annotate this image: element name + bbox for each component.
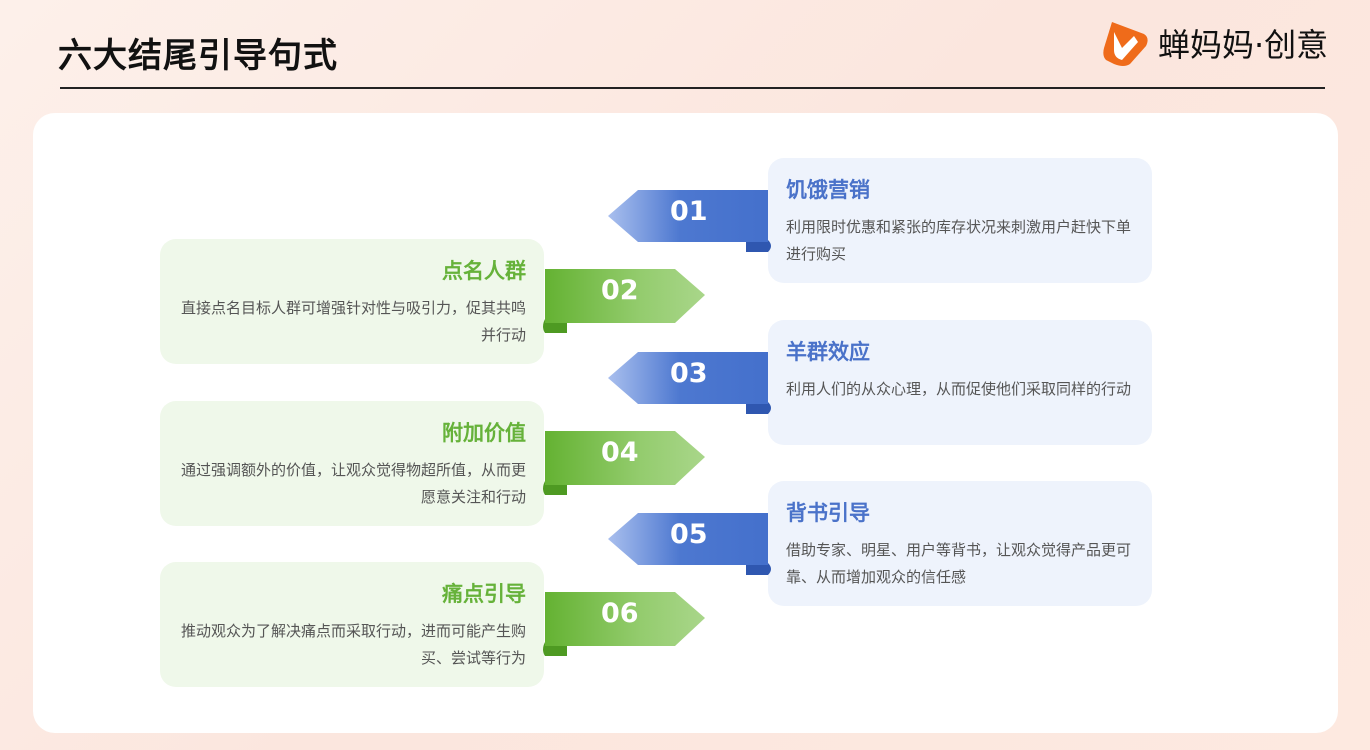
- item-title: 附加价值: [442, 421, 526, 445]
- ribbon-number: 05: [670, 519, 708, 550]
- item-description: 通过强调额外的价值，让观众觉得物超所值，从而更愿意关注和行动: [180, 461, 526, 506]
- item-description: 利用人们的从众心理，从而促使他们采取同样的行动: [786, 380, 1132, 398]
- item-title: 饥饿营销: [786, 178, 870, 202]
- item-card-02: 点名人群直接点名目标人群可增强针对性与吸引力，促其共鸣并行动: [160, 239, 544, 364]
- item-title: 点名人群: [442, 259, 526, 283]
- item-card-06: 痛点引导推动观众为了解决痛点而采取行动，进而可能产生购买、尝试等行为: [160, 562, 544, 687]
- item-title: 羊群效应: [786, 340, 870, 364]
- item-title: 痛点引导: [442, 582, 526, 606]
- item-card-01: 饥饿营销利用限时优惠和紧张的库存状况来刺激用户赶快下单进行购买: [768, 158, 1152, 283]
- ribbon-number: 04: [601, 437, 639, 468]
- ribbon-number: 06: [601, 598, 639, 629]
- ribbon-number: 01: [670, 196, 708, 227]
- ribbon-number: 02: [601, 275, 639, 306]
- logo-text: 蝉妈妈·创意: [1158, 26, 1329, 64]
- item-description: 利用限时优惠和紧张的库存状况来刺激用户赶快下单进行购买: [786, 218, 1132, 263]
- number-ribbon-04: 04: [541, 429, 709, 503]
- page-title: 六大结尾引导句式: [58, 36, 338, 76]
- item-card-04: 附加价值通过强调额外的价值，让观众觉得物超所值，从而更愿意关注和行动: [160, 401, 544, 526]
- number-ribbon-03: 03: [606, 350, 772, 422]
- title-divider: [60, 87, 1325, 89]
- logo: 蝉妈妈·创意: [1100, 18, 1328, 68]
- item-description: 借助专家、明星、用户等背书，让观众觉得产品更可靠、从而增加观众的信任感: [786, 541, 1132, 586]
- number-ribbon-01: 01: [606, 188, 772, 260]
- item-description: 推动观众为了解决痛点而采取行动，进而可能产生购买、尝试等行为: [180, 622, 526, 667]
- number-ribbon-05: 05: [606, 511, 772, 583]
- ribbon-number: 03: [670, 358, 708, 389]
- item-card-05: 背书引导借助专家、明星、用户等背书，让观众觉得产品更可靠、从而增加观众的信任感: [768, 481, 1152, 606]
- item-card-03: 羊群效应利用人们的从众心理，从而促使他们采取同样的行动: [768, 320, 1152, 445]
- number-ribbon-06: 06: [541, 590, 709, 664]
- item-title: 背书引导: [786, 501, 870, 525]
- number-ribbon-02: 02: [541, 267, 709, 341]
- logo-icon: [1103, 22, 1148, 66]
- item-description: 直接点名目标人群可增强针对性与吸引力，促其共鸣并行动: [180, 299, 526, 344]
